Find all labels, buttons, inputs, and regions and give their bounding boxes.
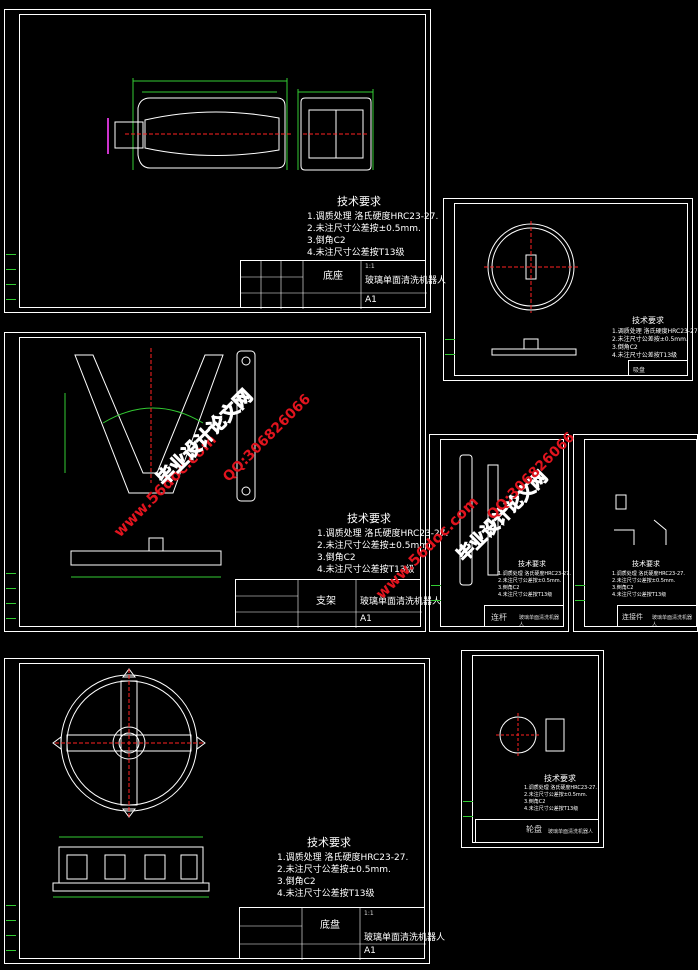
part-name-5: 连接件 bbox=[622, 613, 643, 621]
title-block-7: 轮盘 玻璃单面清洗机器人 bbox=[475, 819, 599, 843]
sheet-6-frame bbox=[19, 663, 425, 959]
sheet-3-strip bbox=[6, 573, 16, 633]
drawing-sheet-6: 技术要求 1.调质处理 洛氏硬度HRC23-27. 2.未注尺寸公差按±0.5m… bbox=[4, 658, 445, 965]
sheet-1-strip bbox=[6, 254, 16, 314]
requirement-3: 3.倒角C2 bbox=[307, 236, 346, 246]
requirement-4-3: 3.倒角C2 bbox=[498, 585, 520, 591]
sheet-size-6: A1 bbox=[364, 946, 376, 956]
sheet-2-frame bbox=[454, 203, 688, 376]
requirement-3-4: 4.未注尺寸公差按T13级 bbox=[317, 565, 415, 575]
drawing-sheet-2: 技术要求 1.调质处理 洛氏硬度HRC23-27. 2.未注尺寸公差按±0.5m… bbox=[443, 198, 698, 381]
sheet-4-strip bbox=[431, 585, 441, 615]
technical-requirements-7: 技术要求 1.调质处理 洛氏硬度HRC23-27. 2.未注尺寸公差按±0.5m… bbox=[524, 775, 597, 813]
project-name-7: 玻璃单面清洗机器人 bbox=[548, 829, 594, 835]
requirement-7-4: 4.未注尺寸公差按T13级 bbox=[524, 806, 579, 812]
sheet-4-drawing bbox=[459, 454, 499, 586]
requirement-5-4: 4.未注尺寸公差按T13级 bbox=[612, 592, 667, 598]
requirement-4-1: 1.调质处理 洛氏硬度HRC23-27. bbox=[498, 571, 571, 577]
sheet-2-drawing bbox=[484, 221, 578, 356]
project-name-4: 玻璃单面清洗机器人 bbox=[519, 615, 560, 628]
technical-requirements-4: 技术要求 1.调质处理 洛氏硬度HRC23-27. 2.未注尺寸公差按±0.5m… bbox=[498, 561, 571, 599]
project-name-5: 玻璃单面清洗机器人 bbox=[652, 615, 693, 628]
drawing-sheet-1: 技术要求 1.调质处理 洛氏硬度HRC23-27. 2.未注尺寸公差按±0.5m… bbox=[4, 9, 446, 314]
requirement-7-3: 3.倒角C2 bbox=[524, 799, 546, 805]
sheet-size-3: A1 bbox=[360, 614, 372, 624]
sheet-size-1: A1 bbox=[365, 295, 377, 305]
requirement-7-2: 2.未注尺寸公差按±0.5mm. bbox=[524, 792, 588, 798]
technical-requirements-2: 技术要求 1.调质处理 洛氏硬度HRC23-27. 2.未注尺寸公差按±0.5m… bbox=[612, 317, 698, 360]
technical-requirements-3: 技术要求 1.调质处理 洛氏硬度HRC23-27. 2.未注尺寸公差按±0.5m… bbox=[317, 513, 448, 576]
sheet-6-drawing bbox=[52, 668, 210, 898]
requirement-7-1: 1.调质处理 洛氏硬度HRC23-27. bbox=[524, 785, 597, 791]
sheet-7-drawing bbox=[496, 713, 565, 757]
part-name-3: 支架 bbox=[316, 596, 336, 607]
requirement-4-2: 2.未注尺寸公差按±0.5mm. bbox=[498, 578, 562, 584]
sheet-5-strip bbox=[575, 585, 585, 615]
requirement-6-4: 4.未注尺寸公差按T13级 bbox=[277, 889, 375, 899]
title-block-3: 支架 玻璃单面清洗机器人 A1 bbox=[235, 579, 441, 628]
requirements-heading-3: 技术要求 bbox=[347, 512, 391, 525]
title-block-6: 底盘 1:1 玻璃单面清洗机器人 A1 bbox=[239, 907, 445, 960]
scale-6: 1:1 bbox=[364, 910, 374, 917]
requirement-2-1: 1.调质处理 洛氏硬度HRC23-27. bbox=[612, 328, 698, 335]
requirement-6-1: 1.调质处理 洛氏硬度HRC23-27. bbox=[277, 853, 409, 863]
drawing-sheet-7: 技术要求 1.调质处理 洛氏硬度HRC23-27. 2.未注尺寸公差按±0.5m… bbox=[461, 650, 604, 848]
part-name-6: 底盘 bbox=[320, 920, 340, 931]
requirement-5-2: 2.未注尺寸公差按±0.5mm. bbox=[612, 578, 676, 584]
requirements-heading-6: 技术要求 bbox=[307, 836, 351, 849]
part-name-1: 底座 bbox=[323, 271, 343, 282]
sheet-1-drawing bbox=[107, 78, 374, 171]
requirement-3-1: 1.调质处理 洛氏硬度HRC23-27. bbox=[317, 529, 449, 539]
title-block-1: 底座 1:1 玻璃单面清洗机器人 A1 bbox=[240, 260, 446, 309]
drawing-sheet-3: 技术要求 1.调质处理 洛氏硬度HRC23-27. 2.未注尺寸公差按±0.5m… bbox=[4, 332, 448, 633]
sheet-1-frame bbox=[19, 14, 426, 308]
requirement-5-3: 3.倒角C2 bbox=[612, 585, 634, 591]
requirements-heading-5: 技术要求 bbox=[632, 560, 660, 568]
technical-requirements-5: 技术要求 1.调质处理 洛氏硬度HRC23-27. 2.未注尺寸公差按±0.5m… bbox=[612, 561, 685, 599]
technical-requirements-6: 技术要求 1.调质处理 洛氏硬度HRC23-27. 2.未注尺寸公差按±0.5m… bbox=[277, 837, 408, 900]
requirements-heading: 技术要求 bbox=[337, 195, 381, 208]
requirement-4: 4.未注尺寸公差按T13级 bbox=[307, 248, 405, 258]
sheet-3-frame bbox=[19, 337, 421, 627]
project-name-1: 玻璃单面清洗机器人 bbox=[365, 276, 447, 286]
requirement-2-3: 3.倒角C2 bbox=[612, 344, 638, 351]
drawing-sheet-4: 技术要求 1.调质处理 洛氏硬度HRC23-27. 2.未注尺寸公差按±0.5m… bbox=[429, 434, 571, 632]
title-block-2: 吸盘 bbox=[628, 360, 688, 376]
requirement-3-3: 3.倒角C2 bbox=[317, 553, 356, 563]
part-name-4: 连杆 bbox=[491, 613, 507, 622]
scale-1: 1:1 bbox=[365, 263, 375, 270]
project-name-3: 玻璃单面清洗机器人 bbox=[360, 597, 442, 607]
requirement-6-3: 3.倒角C2 bbox=[277, 877, 316, 887]
sheet-7-strip bbox=[463, 801, 473, 831]
requirements-heading-7: 技术要求 bbox=[544, 774, 576, 783]
sheet-2-strip bbox=[445, 339, 455, 369]
project-name-6: 玻璃单面清洗机器人 bbox=[364, 933, 446, 943]
sheet-5-drawing bbox=[614, 494, 667, 545]
requirement-2: 2.未注尺寸公差按±0.5mm. bbox=[307, 224, 421, 234]
requirement-1: 1.调质处理 洛氏硬度HRC23-27. bbox=[307, 212, 439, 222]
title-block-5: 连接件 玻璃单面清洗机器人 bbox=[617, 605, 697, 628]
title-block-4: 连杆 玻璃单面清洗机器人 bbox=[484, 605, 564, 628]
requirements-heading-4: 技术要求 bbox=[518, 560, 546, 568]
requirement-4-4: 4.未注尺寸公差按T13级 bbox=[498, 592, 553, 598]
sheet-6-strip bbox=[6, 905, 16, 965]
requirement-3-2: 2.未注尺寸公差按±0.5mm. bbox=[317, 541, 431, 551]
drawing-sheet-5: 技术要求 1.调质处理 洛氏硬度HRC23-27. 2.未注尺寸公差按±0.5m… bbox=[573, 434, 698, 632]
requirements-heading-2: 技术要求 bbox=[632, 316, 664, 325]
part-name-7: 轮盘 bbox=[526, 825, 542, 834]
requirement-5-1: 1.调质处理 洛氏硬度HRC23-27. bbox=[612, 571, 685, 577]
requirement-6-2: 2.未注尺寸公差按±0.5mm. bbox=[277, 865, 391, 875]
part-name-2: 吸盘 bbox=[633, 367, 646, 374]
requirement-2-2: 2.未注尺寸公差按±0.5mm. bbox=[612, 336, 688, 343]
technical-requirements-1: 技术要求 1.调质处理 洛氏硬度HRC23-27. 2.未注尺寸公差按±0.5m… bbox=[307, 196, 438, 259]
requirement-2-4: 4.未注尺寸公差按T13级 bbox=[612, 352, 678, 359]
sheet-3-drawing bbox=[64, 348, 256, 578]
